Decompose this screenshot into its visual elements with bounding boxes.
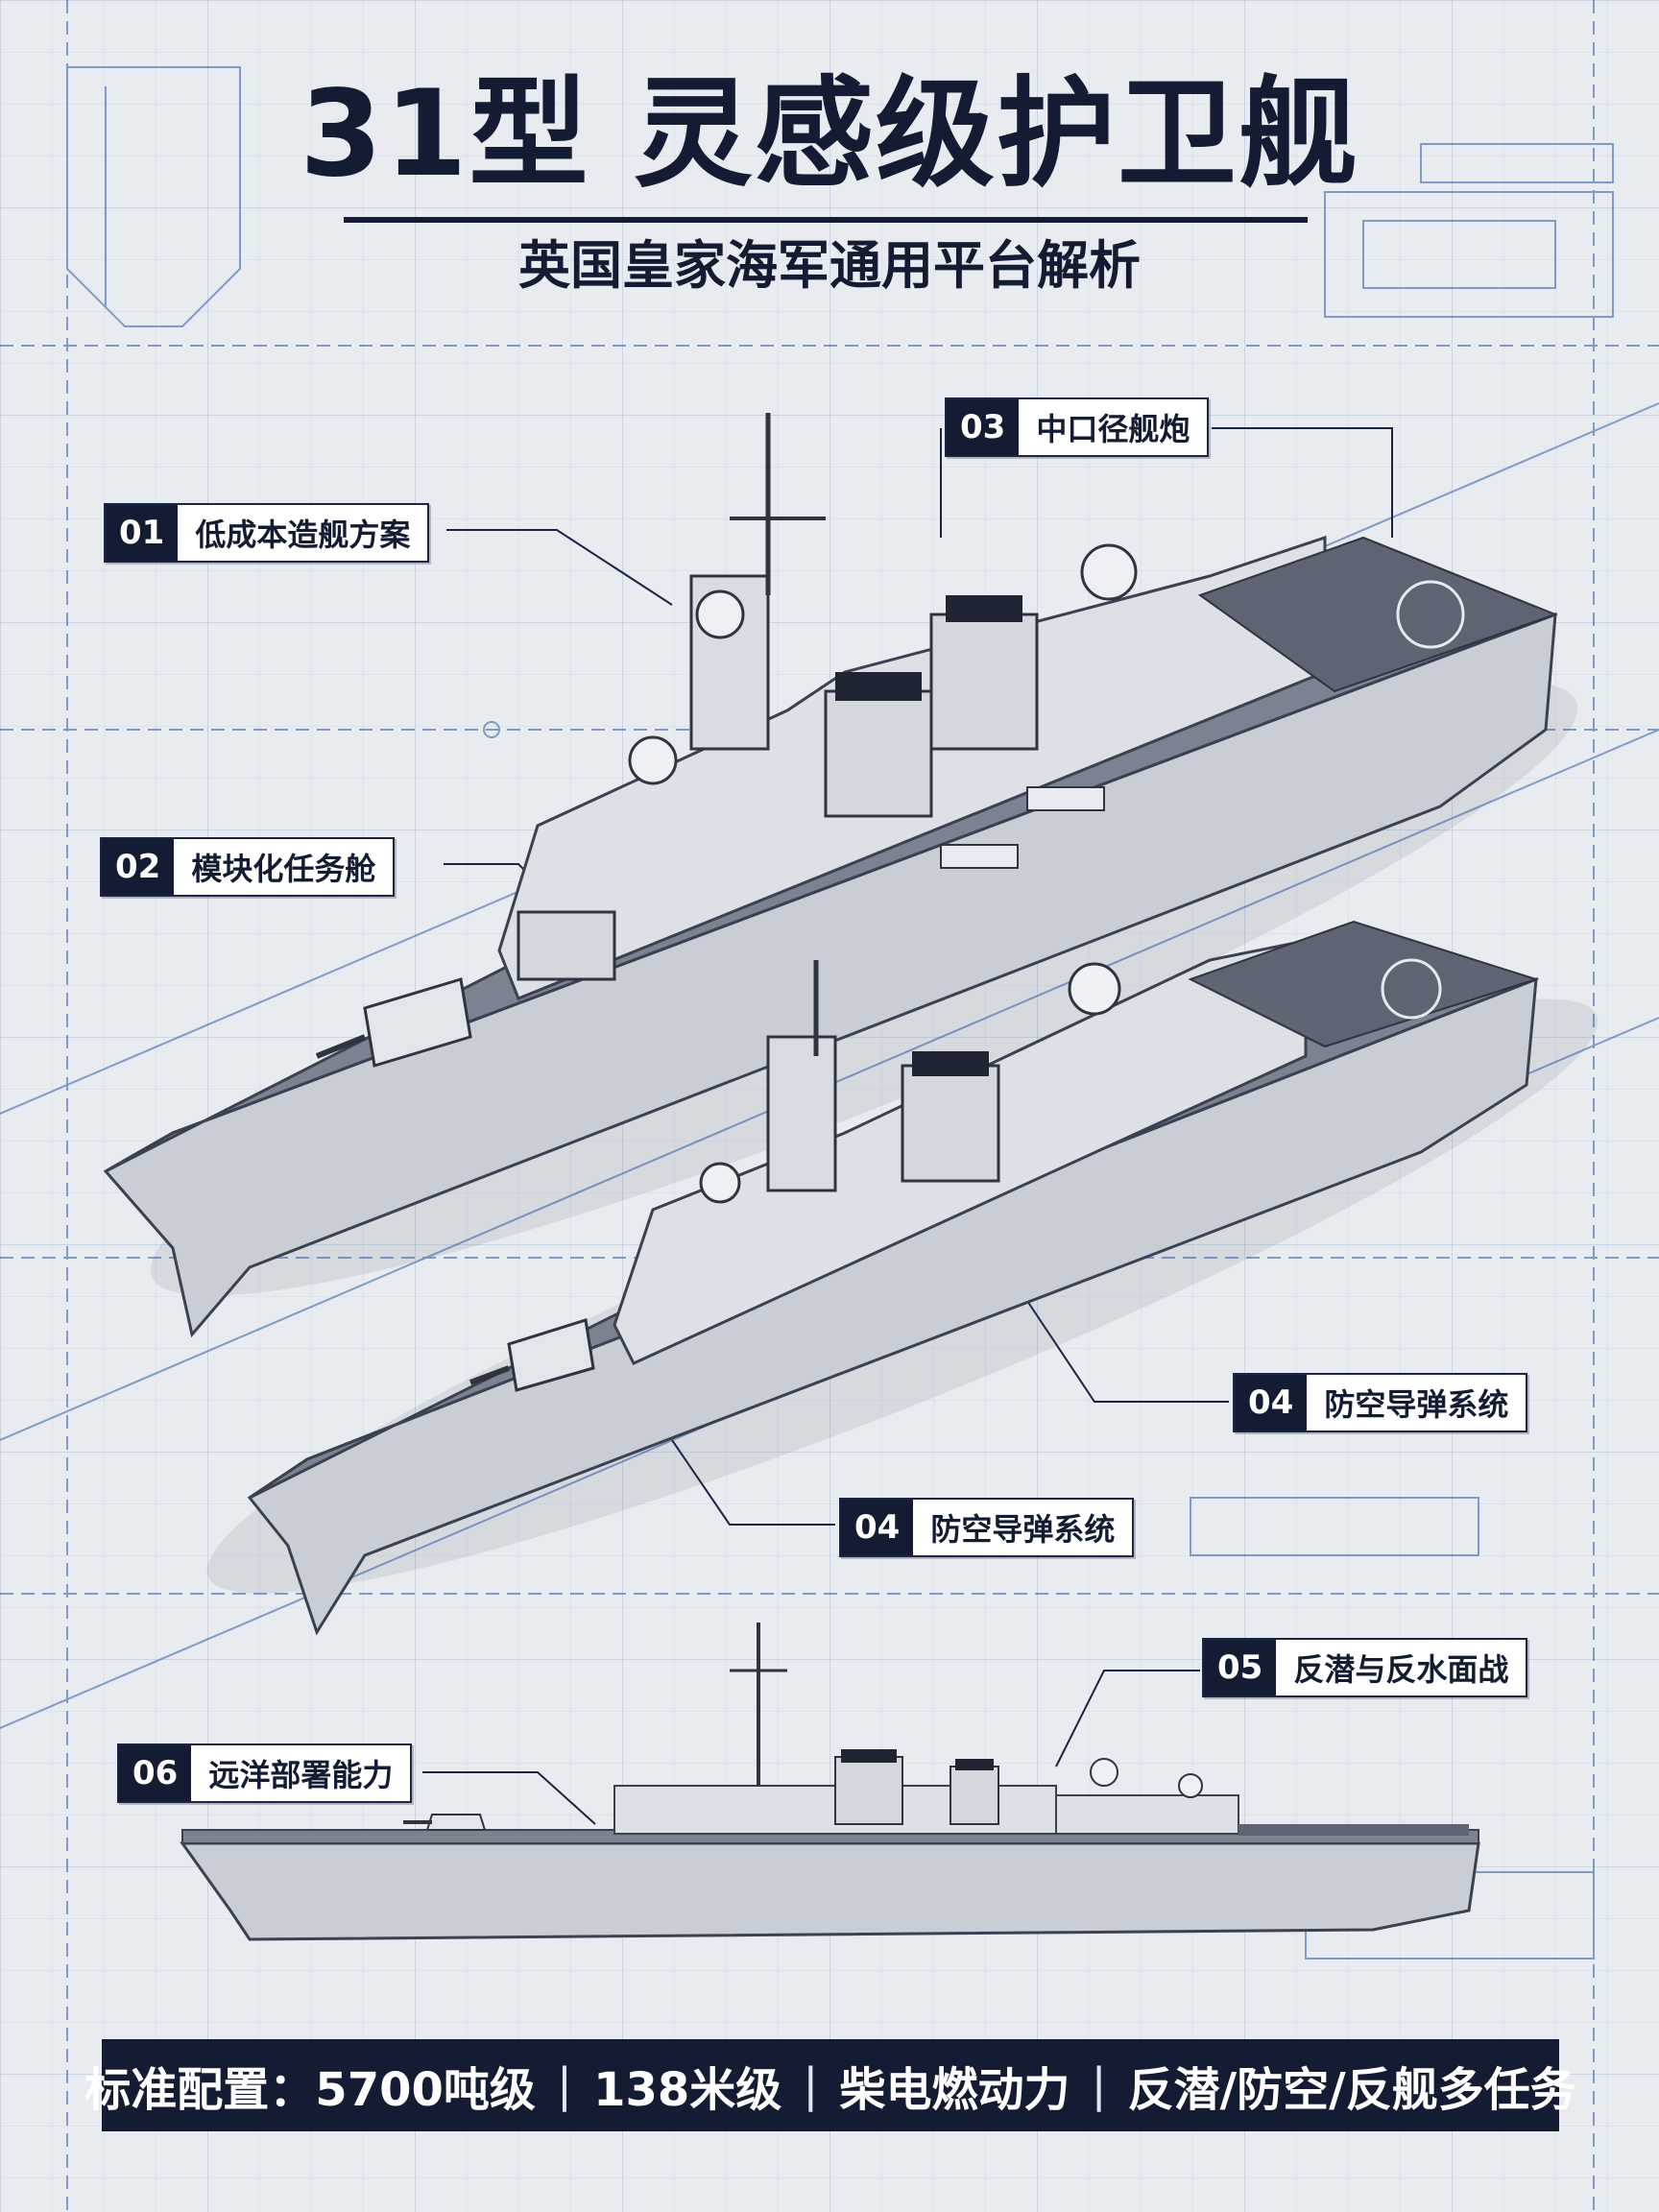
callout-04-center: 04 防空导弹系统 (839, 1498, 1135, 1557)
callout-label: 防空导弹系统 (930, 1511, 1116, 1548)
callout-number: 01 (106, 505, 179, 561)
callout-03: 03 中口径舰炮 (945, 397, 1210, 457)
callout-number: 03 (947, 399, 1020, 455)
callout-04-right: 04 防空导弹系统 (1233, 1373, 1528, 1432)
page-subtitle: 英国皇家海军通用平台解析 (518, 235, 1141, 296)
callout-label: 防空导弹系统 (1324, 1386, 1509, 1423)
callout-number: 04 (1235, 1375, 1308, 1431)
callout-label: 模块化任务舱 (191, 851, 376, 887)
callout-label: 远洋部署能力 (208, 1757, 394, 1793)
callout-01: 01 低成本造舰方案 (104, 503, 430, 563)
ship-upper (103, 413, 1578, 1338)
callout-number: 05 (1204, 1640, 1277, 1695)
title-underline (344, 217, 1308, 223)
spec-separator: | (803, 2058, 819, 2112)
callout-05: 05 反潜与反水面战 (1202, 1638, 1528, 1697)
callout-label: 低成本造舰方案 (195, 517, 411, 553)
spec-separator: | (1091, 2058, 1107, 2112)
ship-middle (206, 920, 1599, 1636)
callout-06: 06 远洋部署能力 (117, 1743, 413, 1803)
page-title: 31型 灵感级护卫舰 (300, 65, 1359, 204)
spec-item: 138米级 (593, 2063, 782, 2117)
spec-item: 柴电燃动力 (839, 2063, 1070, 2117)
spec-item: 反潜/防空/反舰多任务 (1127, 2063, 1576, 2117)
callout-02: 02 模块化任务舱 (100, 837, 396, 897)
callout-number: 06 (119, 1745, 192, 1801)
callout-label: 中口径舰炮 (1036, 411, 1190, 447)
ship-side-profile (180, 1623, 1480, 1941)
spec-prefix: 标准配置： (84, 2063, 316, 2117)
spec-separator: | (556, 2058, 573, 2112)
callout-label: 反潜与反水面战 (1293, 1651, 1509, 1688)
spec-bar: 标准配置： 5700吨级 | 138米级 | 柴电燃动力 | 反潜/防空/反舰多… (84, 2039, 1576, 2131)
spec-item: 5700吨级 (315, 2063, 536, 2117)
callout-number: 02 (102, 839, 175, 895)
callout-number: 04 (841, 1500, 914, 1555)
